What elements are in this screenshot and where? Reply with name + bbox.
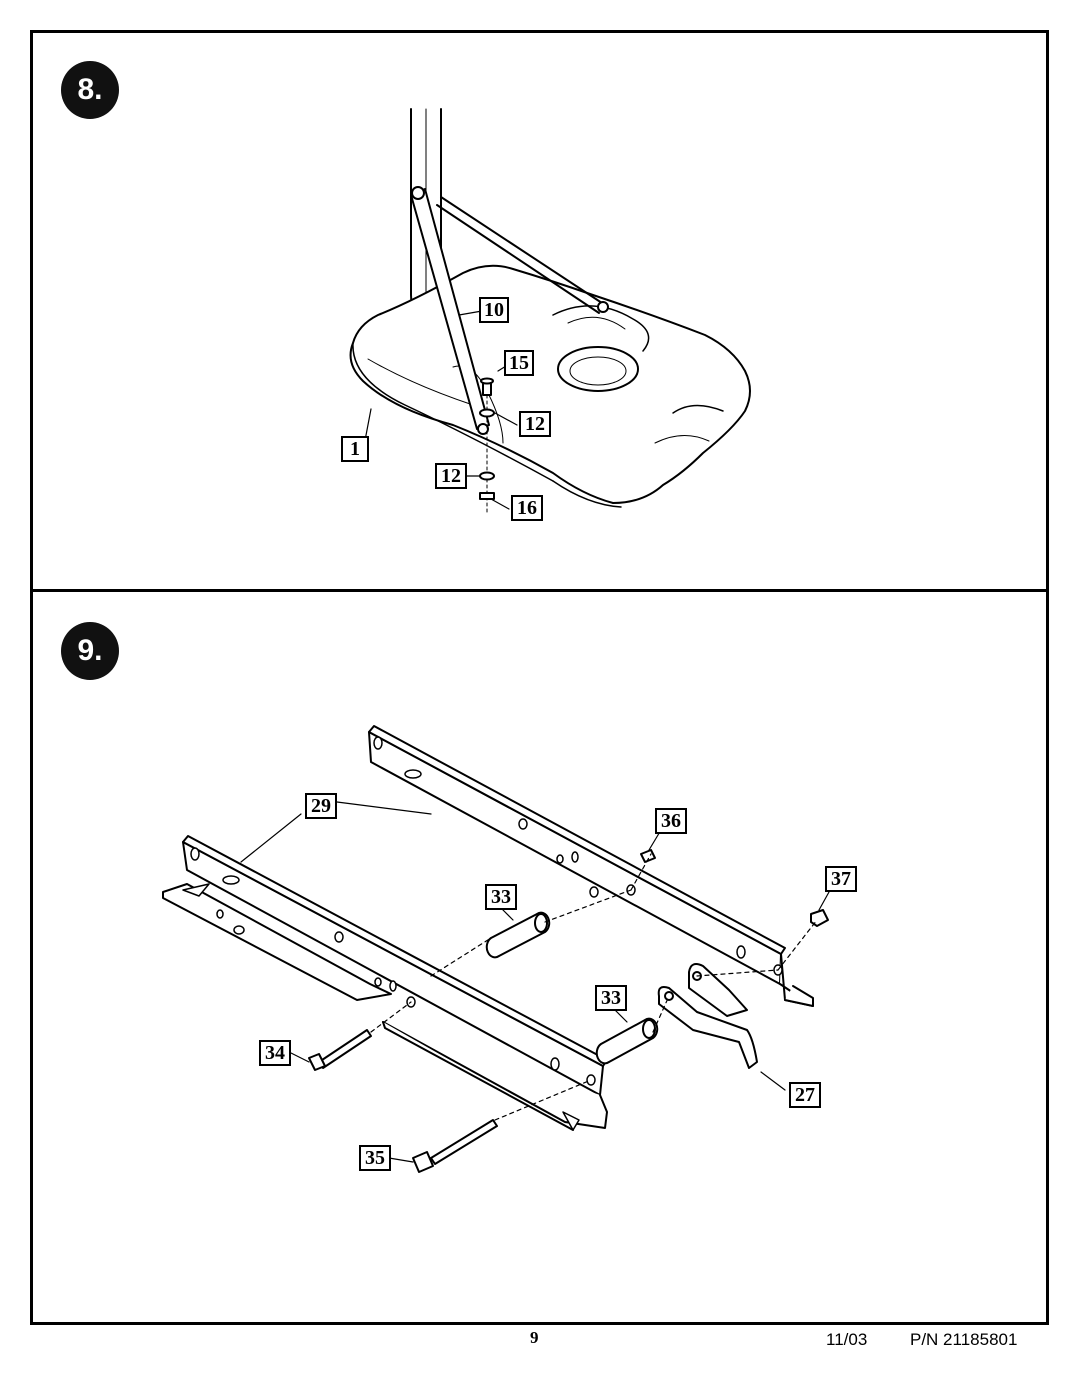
callout-part-12: 12 [435, 463, 467, 489]
callout-part-27: 27 [789, 1082, 821, 1108]
callout-part-33: 33 [595, 985, 627, 1011]
callout-part-12: 12 [519, 411, 551, 437]
step-8-panel: 8. [30, 30, 1049, 592]
callout-part-1: 1 [341, 436, 369, 462]
base-assembly-illustration [349, 108, 751, 514]
page-number: 9 [530, 1328, 539, 1347]
callout-part-10: 10 [479, 297, 509, 323]
step-9-badge: 9. [61, 622, 119, 680]
callout-part-15: 15 [504, 350, 534, 376]
callout-part-33: 33 [485, 884, 517, 910]
callout-part-29: 29 [305, 793, 337, 819]
callout-part-35: 35 [359, 1145, 391, 1171]
frame-rails-illustration [162, 725, 830, 1173]
callout-part-36: 36 [655, 808, 687, 834]
callout-part-34: 34 [259, 1040, 291, 1066]
step-8-badge: 8. [61, 61, 119, 119]
callout-part-16: 16 [511, 495, 543, 521]
part-number: P/N 21185801 [910, 1330, 1018, 1349]
step-9-panel: 9. [30, 589, 1049, 1325]
revision-date: 11/03 [826, 1330, 868, 1349]
callout-part-37: 37 [825, 866, 857, 892]
